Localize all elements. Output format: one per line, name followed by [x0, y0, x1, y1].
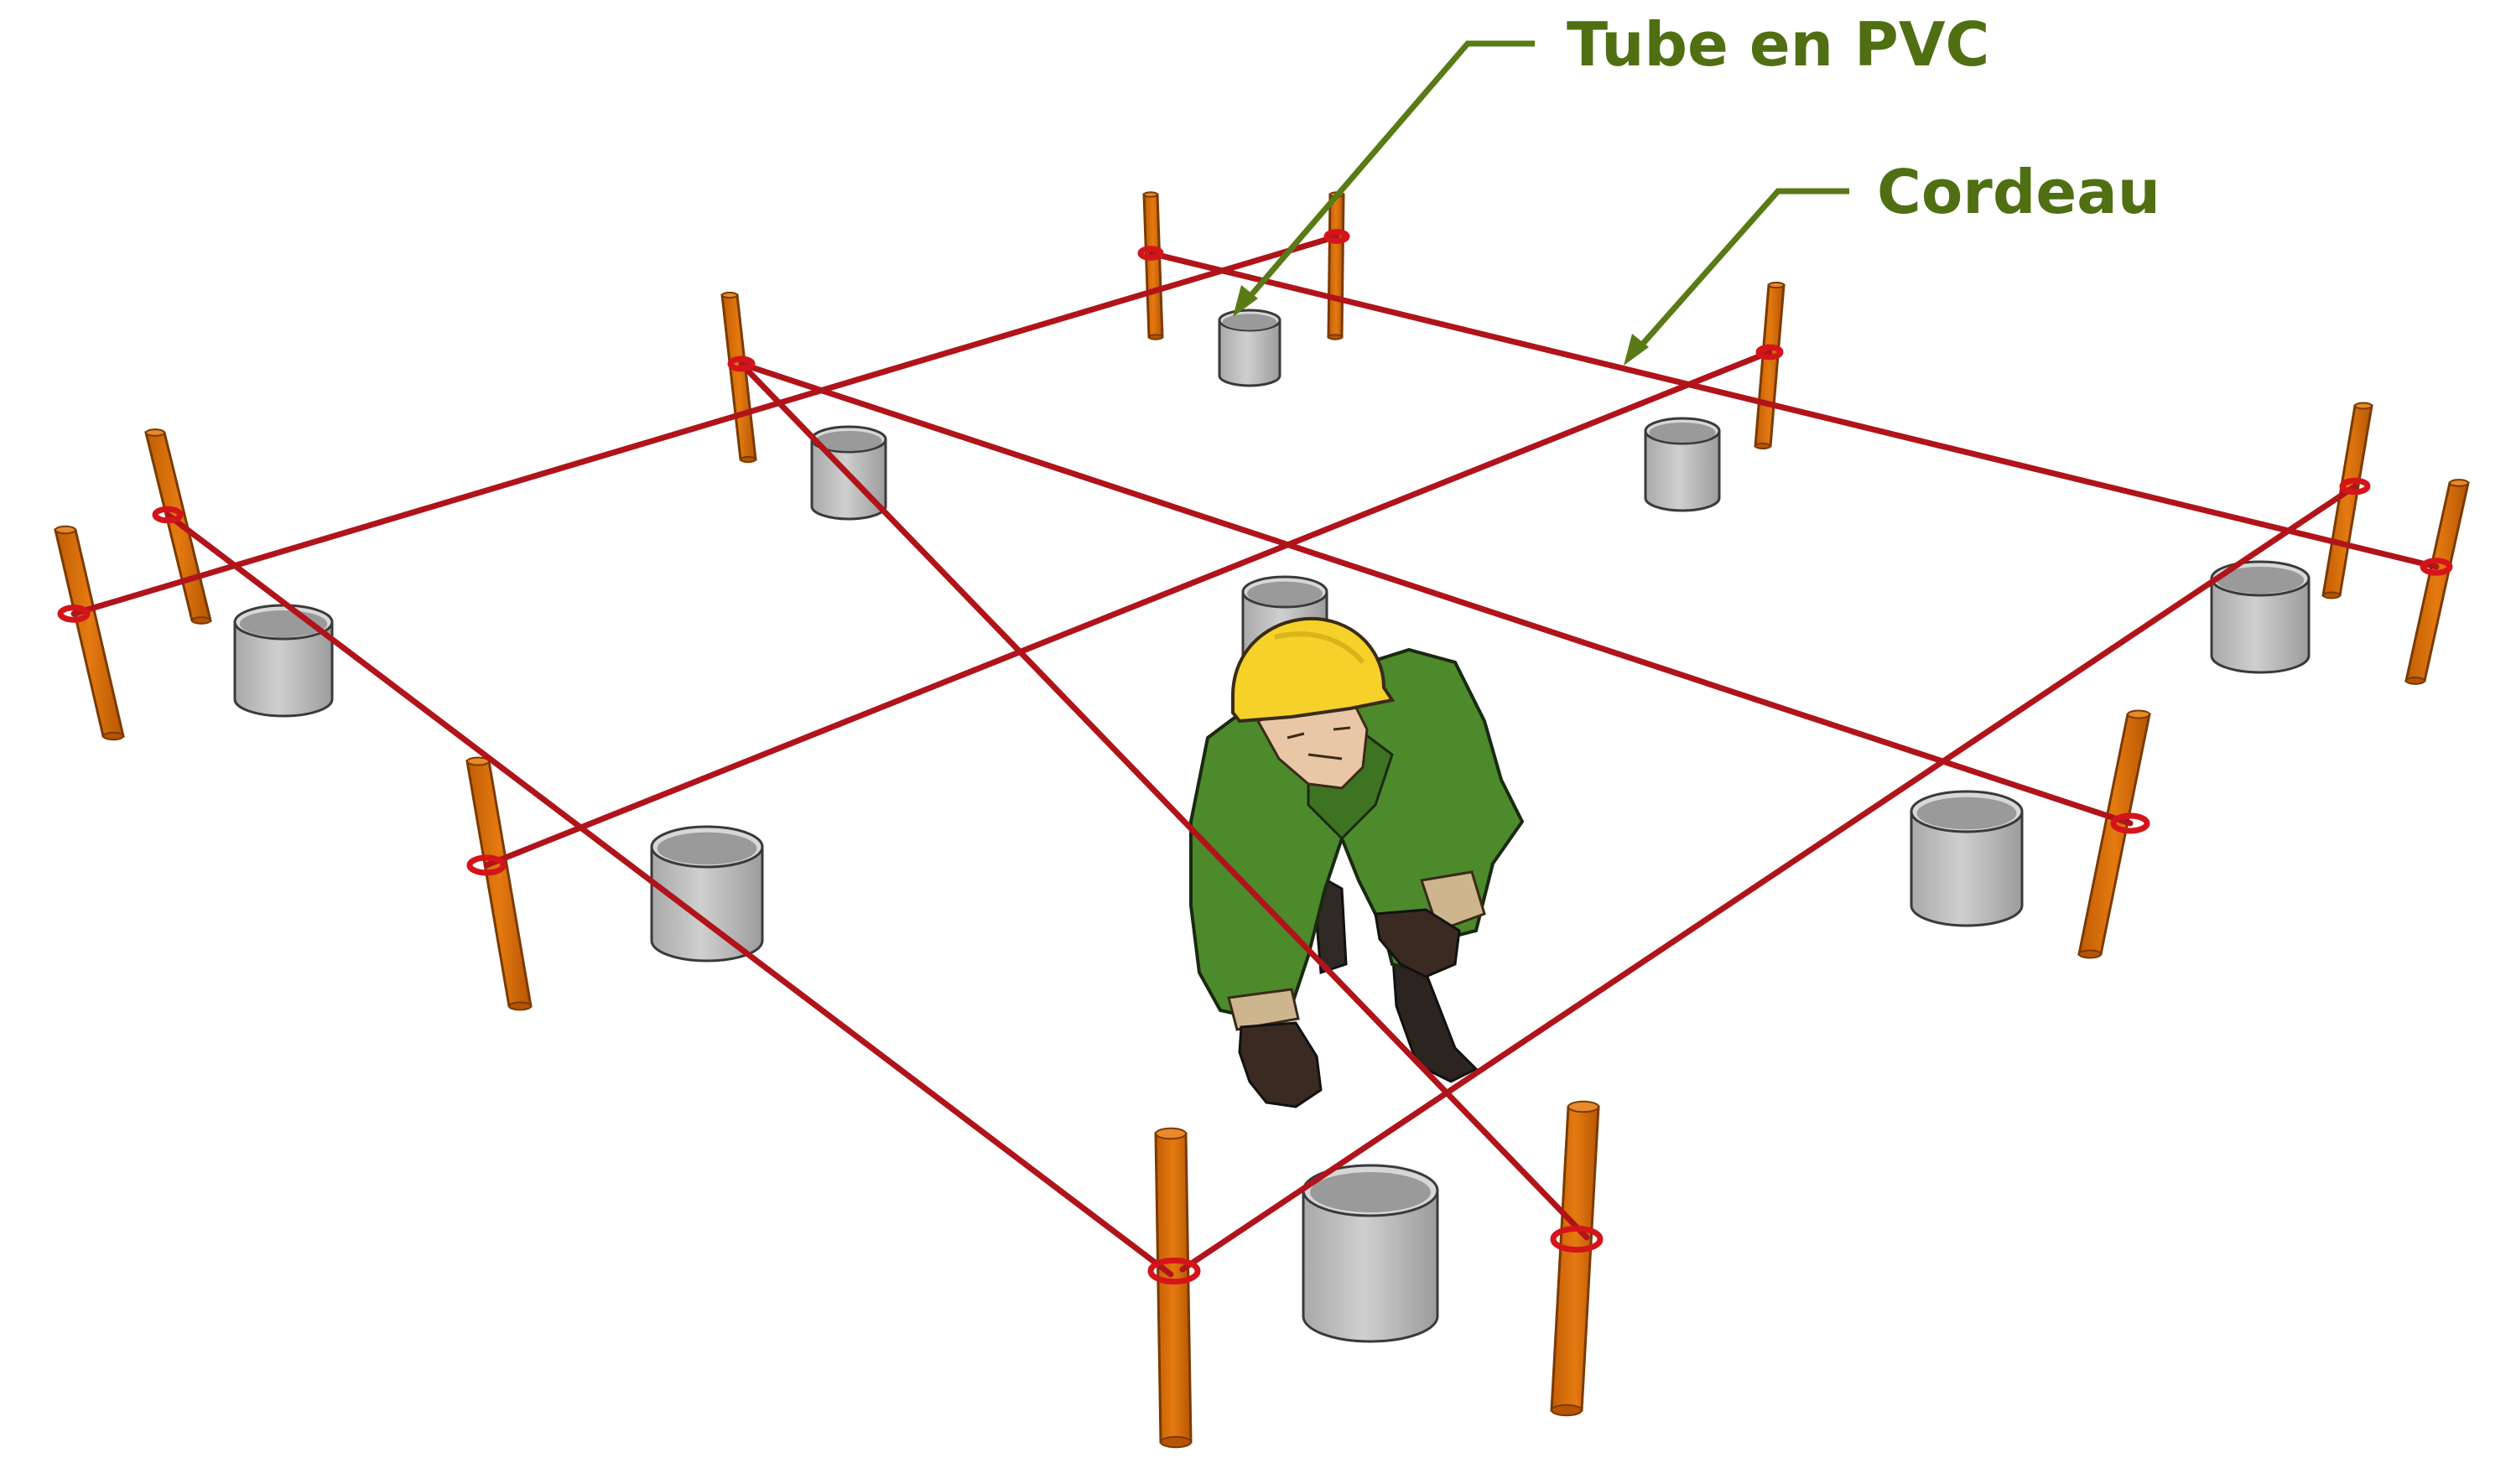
- pvc-tube-icon: [1910, 790, 2024, 927]
- stake-icon: [2077, 709, 2151, 959]
- string-knot: [466, 854, 507, 876]
- string-knot: [1147, 1257, 1201, 1285]
- pvc-tube-icon: [1218, 309, 1281, 387]
- pvc-tube-arrowhead: [1233, 285, 1258, 317]
- stake-icon: [2321, 402, 2373, 599]
- pvc-tube-icon: [2210, 560, 2311, 674]
- stake-icon: [465, 756, 533, 1011]
- string-line-icon: [1179, 483, 2358, 1273]
- string-line-leader-line: [1633, 188, 1849, 355]
- string-line-icon: [1147, 250, 2440, 570]
- stake-icon: [1550, 1100, 1600, 1417]
- string-knot: [1755, 344, 1784, 361]
- pvc-tube-icon: [1302, 1164, 1439, 1343]
- stake-icon: [144, 428, 212, 625]
- pvc-tube-label: Tube en PVC: [1567, 9, 1989, 80]
- string-knot: [2339, 477, 2371, 496]
- stake-icon: [54, 525, 125, 741]
- stake-icon: [1754, 281, 1786, 450]
- stakes: [54, 191, 2470, 1449]
- pvc-tube-icon: [650, 825, 764, 963]
- string-line-icon: [70, 233, 1340, 617]
- stake-icon: [1327, 191, 1345, 340]
- string-knot: [2420, 558, 2453, 576]
- string-line-icon: [164, 511, 1174, 1278]
- string-line-label: Cordeau: [1877, 157, 2160, 227]
- string-line-icon: [738, 361, 2134, 827]
- string-knot: [1323, 229, 1350, 244]
- pvc-tube-icon: [233, 604, 334, 718]
- stake-icon: [720, 291, 757, 464]
- string-knot: [1550, 1225, 1604, 1253]
- stake-icon: [1154, 1127, 1193, 1449]
- pvc-tubes: [233, 309, 2311, 1343]
- string-knots: [57, 229, 2453, 1285]
- string-knot: [2110, 812, 2150, 834]
- string-knot: [1137, 246, 1164, 261]
- stake-icon: [2404, 479, 2470, 685]
- worker-figure-icon: [1189, 616, 1525, 1108]
- string-knot: [152, 506, 184, 524]
- pvc-tube-leader-line: [1243, 40, 1535, 304]
- string-knot: [727, 355, 756, 372]
- string-line-arrowhead: [1624, 334, 1649, 366]
- leader-lines: [1233, 40, 1849, 366]
- string-lines: [70, 233, 2440, 1278]
- stake-icon: [1142, 191, 1164, 340]
- pvc-tube-icon: [1644, 417, 1721, 512]
- string-knot: [57, 604, 91, 623]
- string-line-icon: [483, 349, 1773, 869]
